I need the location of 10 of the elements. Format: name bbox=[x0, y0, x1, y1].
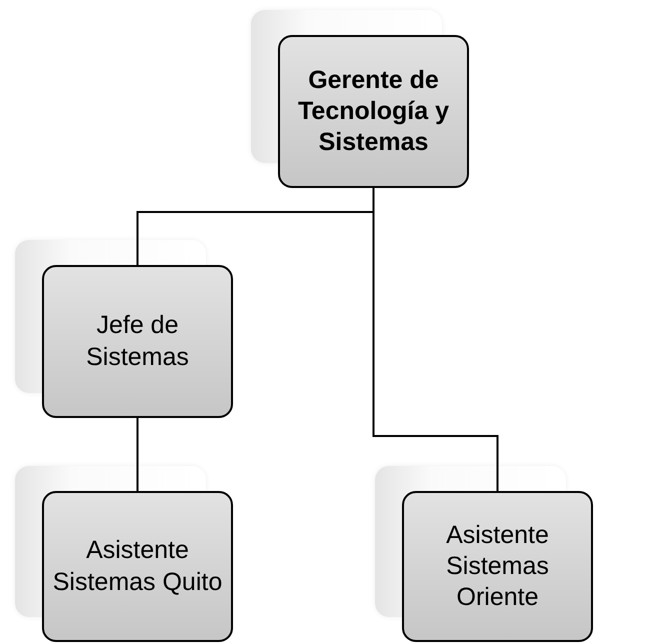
box-label: Gerente de Tecnología y Sistemas bbox=[297, 64, 450, 158]
org-box bbox=[42, 265, 233, 418]
box-label: Jefe de Sistemas bbox=[85, 310, 190, 372]
org-box bbox=[42, 491, 233, 642]
connector-line bbox=[372, 188, 498, 491]
box-label: Asistente Sistemas Oriente bbox=[445, 520, 550, 614]
org-box bbox=[402, 491, 593, 642]
connector-line bbox=[136, 418, 138, 491]
org-box bbox=[278, 35, 469, 188]
box-label: Asistente Sistemas Quito bbox=[52, 535, 224, 598]
